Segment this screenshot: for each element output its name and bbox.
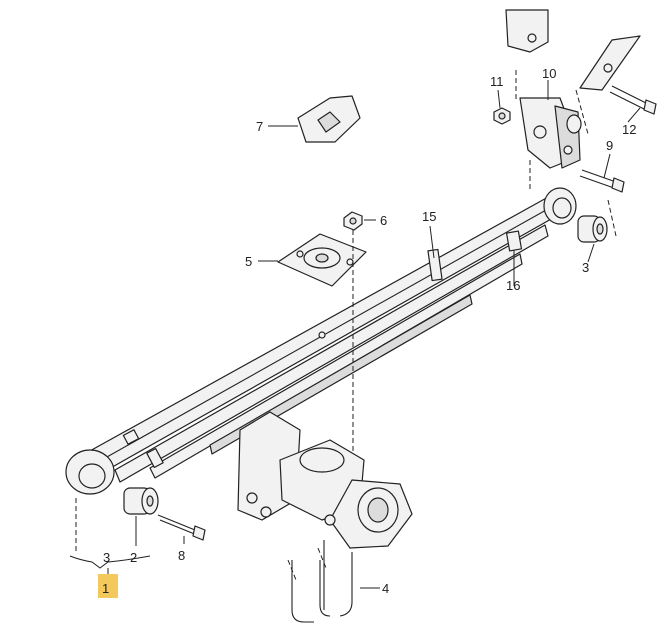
callout-11[interactable]: 11 bbox=[490, 74, 504, 89]
leaders bbox=[69, 80, 641, 589]
callout-3-rear[interactable]: 3 bbox=[582, 260, 589, 275]
assembly-lines bbox=[75, 70, 617, 552]
callout-4[interactable]: 4 bbox=[382, 581, 389, 596]
spring-eye-front[interactable] bbox=[65, 449, 115, 495]
callout-5[interactable]: 5 bbox=[245, 254, 252, 269]
bolt-shackle-upper[interactable] bbox=[609, 85, 657, 115]
callout-6[interactable]: 6 bbox=[380, 213, 387, 228]
bump-stop[interactable] bbox=[297, 95, 361, 143]
callout-9[interactable]: 9 bbox=[606, 138, 613, 153]
rubber-bush-rear[interactable] bbox=[577, 215, 608, 243]
frame-hanger bbox=[505, 9, 641, 91]
u-bolt[interactable] bbox=[287, 540, 353, 623]
spring-eye-rear[interactable] bbox=[543, 187, 577, 225]
callout-3-front[interactable]: 3 bbox=[103, 550, 110, 565]
callout-8[interactable]: 8 bbox=[178, 548, 185, 563]
leaf-spring[interactable] bbox=[87, 195, 561, 483]
callout-16[interactable]: 16 bbox=[506, 278, 520, 293]
callout-15[interactable]: 15 bbox=[422, 209, 436, 224]
axle-bracket[interactable] bbox=[237, 411, 413, 549]
callout-7[interactable]: 7 bbox=[256, 119, 263, 134]
clamp-plate[interactable] bbox=[277, 233, 367, 287]
callout-labels: 1 2 3 3 4 5 6 7 8 9 10 11 12 15 16 bbox=[102, 66, 636, 596]
callout-1[interactable]: 1 bbox=[102, 581, 109, 596]
bolt-front[interactable] bbox=[157, 514, 206, 541]
rubber-bush-front[interactable] bbox=[123, 487, 159, 515]
shackle-bracket[interactable] bbox=[519, 97, 582, 169]
callout-12[interactable]: 12 bbox=[622, 122, 636, 137]
callout-2[interactable]: 2 bbox=[130, 550, 137, 565]
highlight-box bbox=[98, 574, 118, 598]
nut-shackle[interactable] bbox=[493, 107, 511, 125]
nut-ubolt[interactable] bbox=[343, 211, 363, 231]
callout-10[interactable]: 10 bbox=[542, 66, 556, 81]
bolt-shackle-lower[interactable] bbox=[579, 169, 625, 193]
